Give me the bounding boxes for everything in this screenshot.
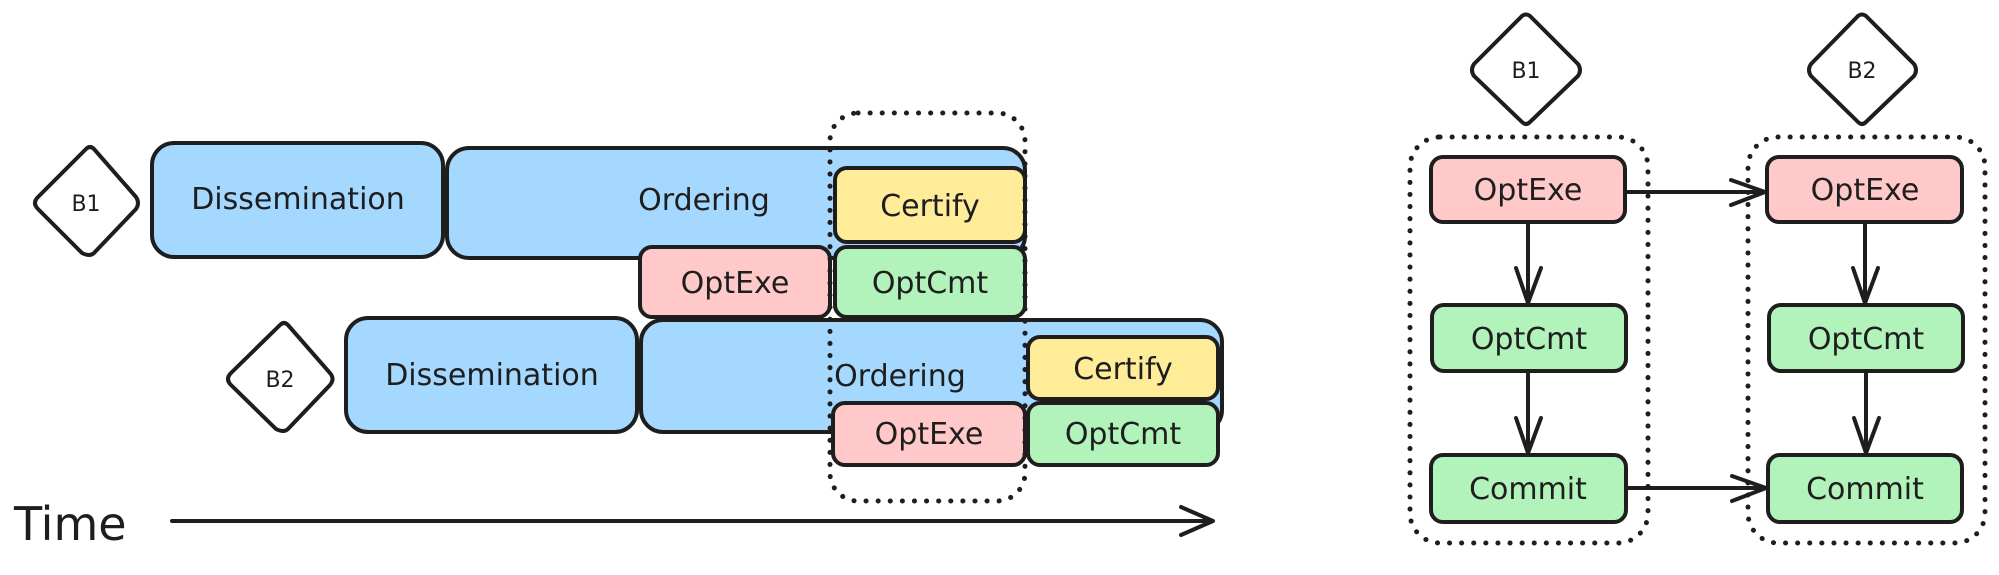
- arrowhead-icon: [1730, 474, 1768, 503]
- arrowhead-icon: [1514, 416, 1543, 455]
- edge-b1-optcmt-commit: [1514, 370, 1543, 455]
- diamond-shape: [33, 145, 140, 257]
- stage-box: [831, 401, 1027, 467]
- node-optcmt-b1: OptCmt: [1430, 303, 1628, 373]
- concurrency-region: [827, 110, 1028, 504]
- diamond-shape: [226, 321, 335, 433]
- timeline-row-b2: B2 Dissemination Ordering Certify OptExe: [226, 316, 1224, 467]
- stage-label-certify: Certify: [880, 189, 980, 224]
- stage-label-certify: Certify: [1073, 352, 1173, 387]
- stage-optexe-b1: OptExe: [638, 245, 832, 319]
- node-label: OptExe: [1811, 173, 1920, 208]
- stage-label-optcmt: OptCmt: [1065, 417, 1182, 452]
- stage-label-optexe: OptExe: [875, 417, 984, 452]
- arrowhead-icon: [1852, 416, 1881, 455]
- dependency-panel: B1 OptExe OptCmt Commit: [1407, 12, 1988, 546]
- stage-dissemination-b2: Dissemination: [344, 316, 639, 434]
- arrowhead-icon: [1514, 266, 1543, 305]
- block-label-b2: B2: [265, 368, 294, 393]
- stage-label-dissemination: Dissemination: [191, 182, 405, 217]
- block-group-b2: [1745, 134, 1988, 546]
- block-diamond-b2-right: B2: [1807, 12, 1918, 126]
- stage-label-ordering: Ordering: [834, 359, 966, 394]
- edge-b1-optexe-to-b2-optexe: [1623, 178, 1767, 207]
- node-optexe-b1: OptExe: [1429, 155, 1627, 224]
- node-label: OptCmt: [1808, 322, 1925, 357]
- node-box: [1766, 453, 1964, 524]
- stage-box: [833, 166, 1027, 244]
- stage-optcmt-b2: OptCmt: [1026, 401, 1220, 467]
- block-label-b2: B2: [1847, 59, 1876, 84]
- node-label: Commit: [1469, 472, 1587, 507]
- dependency-column-b2: B2 OptExe OptCmt Commit: [1745, 12, 1988, 546]
- edge-b2-optcmt-commit: [1852, 370, 1881, 455]
- stage-box: [833, 245, 1027, 319]
- dependency-column-b1: B1 OptExe OptCmt Commit: [1407, 12, 1651, 546]
- block-label-b1: B1: [71, 192, 100, 217]
- edge-b1-commit-to-b2-commit: [1624, 474, 1768, 503]
- edge-b2-optexe-optcmt: [1851, 220, 1880, 305]
- diamond-shape: [1470, 12, 1582, 126]
- node-label: OptCmt: [1471, 322, 1588, 357]
- block-label-b1: B1: [1511, 59, 1540, 84]
- stage-certify-b1: Certify: [833, 166, 1027, 244]
- arrowhead-icon: [1729, 178, 1767, 207]
- timeline-row-b1: B1 Dissemination Ordering Certify OptExe: [33, 141, 1027, 319]
- time-axis: Time: [13, 497, 1215, 551]
- stage-label-dissemination: Dissemination: [385, 358, 599, 393]
- timeline-panel: B1 Dissemination Ordering Certify OptExe: [13, 110, 1224, 551]
- edge-b1-optexe-optcmt: [1514, 220, 1543, 305]
- stage-optexe-b2: OptExe: [831, 401, 1027, 467]
- stage-box: [150, 141, 445, 259]
- node-label: OptExe: [1474, 173, 1583, 208]
- block-diamond-b2: B2: [226, 321, 335, 433]
- arrowhead-icon: [1851, 266, 1880, 305]
- block-diamond-b1-right: B1: [1470, 12, 1582, 126]
- stage-optcmt-b1: OptCmt: [833, 245, 1027, 319]
- block-diamond-b1: B1: [33, 145, 140, 257]
- stage-dissemination-b1: Dissemination: [150, 141, 445, 259]
- stage-box: [344, 316, 639, 434]
- time-axis-arrowhead-icon: [1179, 505, 1215, 537]
- diamond-shape: [1807, 12, 1918, 126]
- time-axis-label: Time: [13, 497, 127, 551]
- stage-box: [1026, 335, 1220, 401]
- node-label: Commit: [1806, 472, 1924, 507]
- node-optcmt-b2: OptCmt: [1767, 303, 1965, 373]
- stage-label-ordering: Ordering: [638, 183, 770, 218]
- stage-box: [1026, 401, 1220, 467]
- stage-label-optcmt: OptCmt: [872, 266, 989, 301]
- node-optexe-b2: OptExe: [1765, 155, 1964, 224]
- node-commit-b2: Commit: [1766, 453, 1964, 524]
- stage-label-optexe: OptExe: [681, 266, 790, 301]
- node-commit-b1: Commit: [1429, 453, 1628, 524]
- stage-certify-b2: Certify: [1026, 335, 1220, 401]
- block-group-b1: [1407, 134, 1651, 546]
